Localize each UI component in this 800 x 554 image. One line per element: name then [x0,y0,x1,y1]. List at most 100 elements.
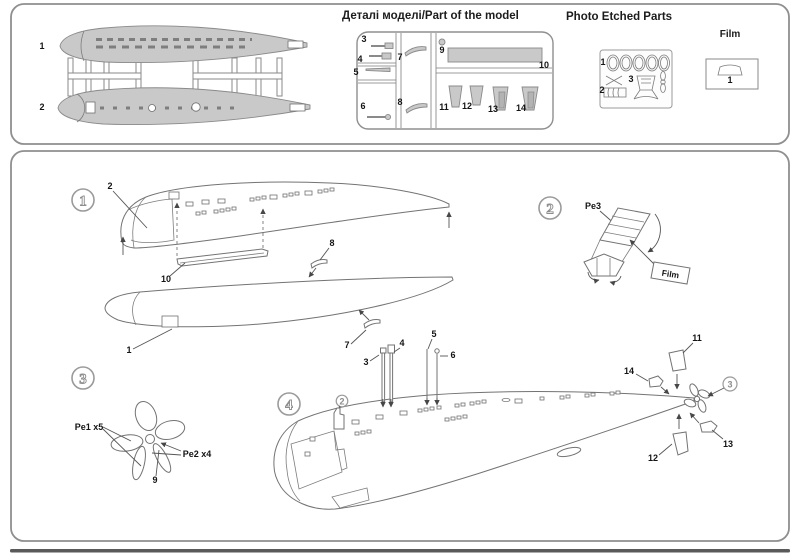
pe-prop-blade [660,83,666,93]
leader-pe1 [102,426,132,442]
submarine-hull [273,391,695,510]
leader-5 [427,338,433,350]
step-2: 2 Pe3 Film [538,196,691,286]
part-number: 1 [126,345,131,355]
hull-lower-ring [148,104,156,112]
ref-step-2-badge [335,394,349,408]
part-5-rod [365,67,391,72]
pe-ring-inner [621,56,631,70]
part-number: 9 [439,45,444,55]
part-number: 5 [431,329,436,339]
part-number: 5 [353,67,358,77]
mast-part4-head [387,344,395,354]
fold-arrow [587,271,600,284]
plane13-arrow [689,412,700,424]
pe-title: Photo Etched Parts [566,11,672,23]
part-14-inner [527,91,535,109]
part-number: 2 [107,181,112,191]
pe-ring [619,54,633,72]
stern-propeller [683,383,711,413]
pe-prop-blade [660,71,666,81]
stern-prop-blade [683,398,697,408]
hull-lower-seam [76,93,86,123]
pe1-label: Pe1 x5 [75,422,104,432]
sail-part [333,407,345,430]
part-13-inner [498,91,506,109]
part-6-ball [384,113,392,121]
hull-upper-part [59,25,308,64]
leader-film [629,239,657,267]
propeller-blade [154,419,186,441]
part-number: 7 [344,340,349,350]
stern-prop-blade [697,389,711,399]
part-number: 4 [399,338,404,348]
leader-prop [707,387,725,397]
step-3-badge [71,366,95,390]
part-number: 3 [361,34,366,44]
hull-sprue: 1 2 [39,25,311,126]
pe-ring-inner [634,56,644,70]
part-number: 2 [39,102,44,112]
pe-ring-inner [647,56,657,70]
fold-arrow-large [647,213,661,253]
stern-prop-hub [693,395,701,403]
leader-4 [393,347,401,353]
hull-upper-tip [287,40,304,49]
pe2-label: Pe2 x4 [183,449,212,459]
part-number: 6 [450,350,455,360]
pe-ring [632,54,646,72]
leader-7 [350,329,367,345]
part-4-tip [381,52,392,60]
bow-lower-hatch [331,487,370,509]
pe3-base [583,253,625,277]
pe-number: 1 [600,57,605,67]
part-number: 8 [397,97,402,107]
pe3-base-detail [596,258,611,276]
part-number: 13 [723,439,733,449]
ref-step-2-number: 2 [339,397,344,407]
deck-fairing [501,397,511,402]
leader-pe1 [102,428,142,467]
part-number: 13 [488,104,498,114]
part-number: 11 [439,102,449,112]
pe-number: 2 [599,85,604,95]
hull-pod [556,446,582,458]
hull-lower-part [57,87,311,126]
pe3-label: Pe3 [585,201,601,211]
pe-number: 3 [628,74,633,84]
film-title: Film [720,29,741,40]
part-11-fin [448,85,463,108]
ref-step-3-number: 3 [727,380,732,390]
part-7-fin [404,46,427,57]
upper-hull-bow-panel [127,198,175,244]
leader-13 [711,429,724,440]
part-10-deck [447,47,543,63]
lower-hull-bow-hatch [161,315,179,328]
part-number: 12 [648,453,658,463]
step-4: 4 [273,329,738,510]
pe-ring-inner [660,56,668,70]
leader-8 [319,247,330,261]
part-number: 14 [624,366,634,376]
pe-x-brace [605,75,623,86]
fold-arrow [609,275,622,286]
part-number: 3 [363,357,368,367]
pe3-platform-rungs [603,215,645,239]
bow-seam [285,420,301,502]
part-number: 10 [539,60,549,70]
leader-11 [682,342,694,354]
mast-part3 [381,351,386,403]
sprue-runner [192,72,283,80]
bow-sonar-step [333,430,348,471]
assembly-panel: 1 10 [10,150,790,542]
part-12-fin [469,85,484,106]
upper-hull-bow-seam [132,196,147,249]
part-3-tip [384,42,394,49]
leader-2 [112,190,148,229]
part-9-dome [438,38,446,46]
bow-sonar-panel [290,430,343,490]
stern-fin-part11 [668,349,687,372]
leader-12 [658,443,673,456]
leader-3 [369,354,380,362]
